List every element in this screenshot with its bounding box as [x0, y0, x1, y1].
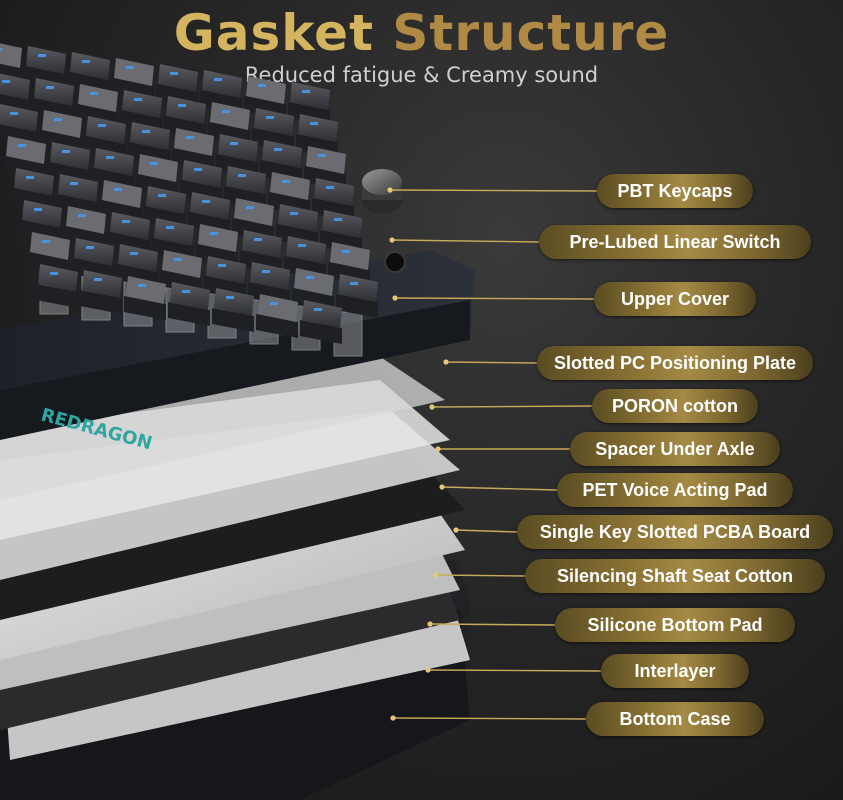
leader-line [455, 529, 518, 533]
leader-dot [390, 715, 396, 721]
keycap [300, 300, 342, 344]
leader-dot [425, 667, 431, 673]
keycap [124, 276, 166, 320]
leader-dot [453, 527, 459, 533]
keycap [128, 122, 170, 166]
keycap [188, 192, 230, 236]
leader-line [391, 239, 540, 243]
leader-dot [427, 621, 433, 627]
label-poron-cotton: PORON cotton [592, 389, 758, 423]
label-silencing-shaft-seat-cotton: Silencing Shaft Seat Cotton [525, 559, 825, 593]
keycap [224, 166, 266, 210]
keycap [260, 140, 302, 184]
leader-dot [433, 572, 439, 578]
label-single-key-slotted-pcba-board: Single Key Slotted PCBA Board [517, 515, 833, 549]
leader-lines [387, 187, 602, 721]
label-slotted-pc-positioning-plate: Slotted PC Positioning Plate [537, 346, 813, 380]
keycap [36, 264, 78, 308]
leader-line [427, 669, 602, 672]
keycap [68, 52, 110, 96]
title-gasket: Gasket [173, 4, 374, 62]
keycap [80, 270, 122, 314]
keycap [72, 238, 114, 282]
leader-dot [435, 446, 441, 452]
label-pbt-keycaps: PBT Keycaps [597, 174, 753, 208]
keycap [216, 134, 258, 178]
leader-dot [429, 404, 435, 410]
title-structure: Structure [392, 4, 670, 62]
keycap [320, 210, 362, 254]
keycap [256, 294, 298, 338]
leader-line [429, 623, 556, 626]
keycap [168, 282, 210, 326]
keycap [212, 288, 254, 332]
leader-dot [389, 237, 395, 243]
label-pre-lubed-linear-switch: Pre-Lubed Linear Switch [539, 225, 811, 259]
leader-line [445, 361, 538, 364]
keycaps-layer [0, 43, 378, 344]
keycap [336, 274, 378, 318]
label-spacer-under-axle: Spacer Under Axle [570, 432, 780, 466]
leader-line [431, 405, 593, 408]
leader-dot [387, 187, 393, 193]
subtitle: Reduced fatigue & Creamy sound [244, 63, 599, 87]
leader-line [392, 717, 587, 720]
label-upper-cover: Upper Cover [594, 282, 756, 316]
leader-line [394, 297, 595, 300]
keycap [100, 180, 142, 224]
knob-icon [362, 169, 402, 214]
leader-dot [392, 295, 398, 301]
label-silicone-bottom-pad: Silicone Bottom Pad [555, 608, 795, 642]
label-interlayer: Interlayer [601, 654, 749, 688]
label-bottom-case: Bottom Case [586, 702, 764, 736]
leader-line [435, 574, 526, 577]
leader-dot [439, 484, 445, 490]
keycap [196, 224, 238, 268]
label-pet-voice-acting-pad: PET Voice Acting Pad [557, 473, 793, 507]
leader-dot [443, 359, 449, 365]
keycap [268, 172, 310, 216]
leader-line [389, 189, 598, 192]
page-title: Gasket Structure [0, 4, 843, 62]
leader-line [441, 486, 558, 491]
